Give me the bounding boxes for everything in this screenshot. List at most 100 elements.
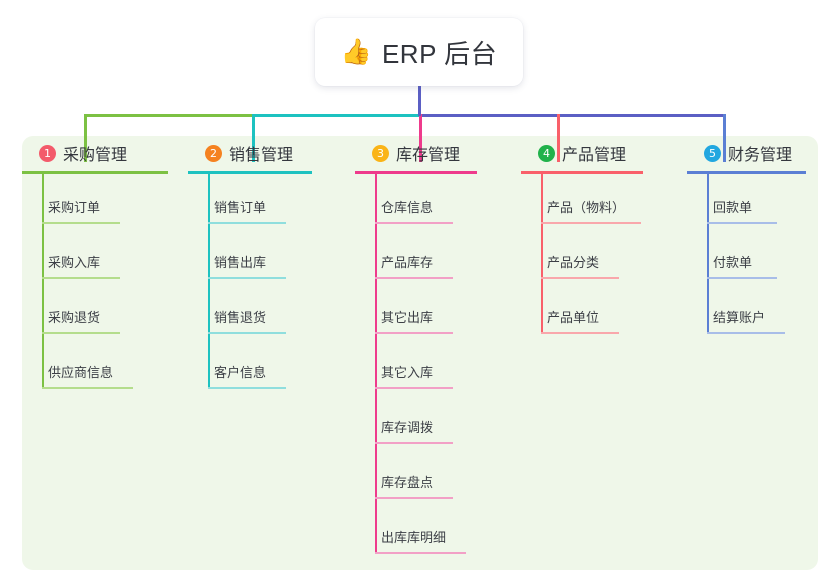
branch-item-rule [707,332,785,334]
branch-drop-connector [557,114,560,162]
root-node-content: 👍 ERP 后台 [341,34,497,71]
branch-item-rule [707,222,777,224]
branch-item[interactable]: 产品库存 [355,238,477,293]
branch-item-label: 仓库信息 [381,200,434,215]
branch-drop-connector [723,114,726,162]
branch-item-label: 采购订单 [48,200,101,215]
branch-number-badge: 3 [372,144,389,162]
branch-item-rule [208,387,286,389]
branch-item-rule [375,277,453,279]
branch-header-rule [188,171,312,174]
branch-header-5[interactable]: 5 财务管理 [687,136,806,170]
branch-item-rule [707,277,777,279]
branch-item-rule [541,277,619,279]
branch-item[interactable]: 库存调拨 [355,403,477,458]
bus-segment [84,114,252,117]
branch-item-label: 销售订单 [214,200,267,215]
branch-item-label: 库存调拨 [381,420,434,435]
branch-items: 产品（物料） 产品分类产品单位 [521,174,643,348]
branch-item[interactable]: 库存盘点 [355,458,477,513]
branch-drop-connector [84,114,87,162]
branch-item[interactable]: 仓库信息 [355,183,477,238]
branch-number-badge: 5 [704,144,721,162]
branch-item[interactable]: 销售退货 [188,293,312,348]
branch-item[interactable]: 付款单 [687,238,806,293]
root-node-title: ERP 后台 [381,38,498,69]
branch-title: 库存管理 [396,147,461,164]
branch-item[interactable]: 其它出库 [355,293,477,348]
branch-spine-connector [208,174,210,388]
branch-spine-connector [707,174,709,333]
branch-items: 销售订单销售出库销售退货客户信息 [188,174,312,403]
branch-header-2[interactable]: 2 销售管理 [188,136,312,170]
branch-item[interactable]: 客户信息 [188,348,312,403]
branch-title: 财务管理 [728,147,793,164]
branch-item-rule [375,497,453,499]
branch-header-rule [521,171,643,174]
branch-item-label: 付款单 [713,255,753,270]
branch-item-label: 其它入库 [381,365,434,380]
branch-column-3: 3 库存管理仓库信息产品库存其它出库其它入库库存调拨库存盘点出库库明细 [355,136,477,568]
thumbs-up-icon: 👍 [340,37,372,66]
branch-item[interactable]: 产品分类 [521,238,643,293]
root-stem-connector [418,86,421,116]
branch-item[interactable]: 采购入库 [22,238,168,293]
branch-column-5: 5 财务管理回款单付款单结算账户 [687,136,806,348]
branch-spine-connector [541,174,543,333]
branch-item-rule [375,552,466,554]
branch-item-label: 产品（物料） [547,200,626,215]
bus-segment [557,114,723,117]
branch-header-3[interactable]: 3 库存管理 [355,136,477,170]
branch-item[interactable]: 产品单位 [521,293,643,348]
branch-item[interactable]: 采购订单 [22,183,168,238]
branch-item[interactable]: 销售订单 [188,183,312,238]
branch-item-label: 出库库明细 [381,530,447,545]
branch-item[interactable]: 结算账户 [687,293,806,348]
branch-item-rule [375,332,453,334]
branch-item-rule [375,222,453,224]
branch-spine-connector [375,174,377,553]
branch-item-label: 销售出库 [214,255,267,270]
branch-drop-connector [419,114,422,162]
branch-item-rule [208,222,286,224]
branch-item[interactable]: 出库库明细 [355,513,477,568]
branch-number-badge: 2 [205,144,222,162]
branch-header-rule [22,171,168,174]
branch-item-label: 产品单位 [547,310,600,325]
branch-item-label: 销售退货 [214,310,267,325]
branch-item-label: 回款单 [713,200,753,215]
branch-items: 回款单付款单结算账户 [687,174,806,348]
branch-item-label: 库存盘点 [381,475,434,490]
branch-spine-connector [42,174,44,388]
branch-item-label: 客户信息 [214,365,267,380]
branch-item-label: 采购入库 [48,255,101,270]
branch-title: 销售管理 [229,147,294,164]
branch-item[interactable]: 销售出库 [188,238,312,293]
branch-item-rule [208,332,286,334]
branch-column-2: 2 销售管理销售订单销售出库销售退货客户信息 [188,136,312,403]
branch-item[interactable]: 供应商信息 [22,348,168,403]
branch-items: 采购订单采购入库采购退货供应商信息 [22,174,168,403]
branch-item-label: 产品库存 [381,255,434,270]
root-node-card[interactable]: 👍 ERP 后台 [315,18,523,86]
branch-item-rule [42,277,120,279]
branch-item-label: 采购退货 [48,310,101,325]
branch-item-rule [208,277,286,279]
branch-item-rule [541,222,641,224]
branch-items: 仓库信息产品库存其它出库其它入库库存调拨库存盘点出库库明细 [355,174,477,568]
branch-item[interactable]: 产品（物料） [521,183,643,238]
branch-title: 采购管理 [63,147,128,164]
branch-item[interactable]: 采购退货 [22,293,168,348]
branch-item-label: 其它出库 [381,310,434,325]
branch-item-rule [42,387,133,389]
branch-item[interactable]: 回款单 [687,183,806,238]
branch-item-label: 供应商信息 [48,365,114,380]
branch-number-badge: 4 [538,144,555,162]
branch-item-rule [541,332,619,334]
branch-item[interactable]: 其它入库 [355,348,477,403]
